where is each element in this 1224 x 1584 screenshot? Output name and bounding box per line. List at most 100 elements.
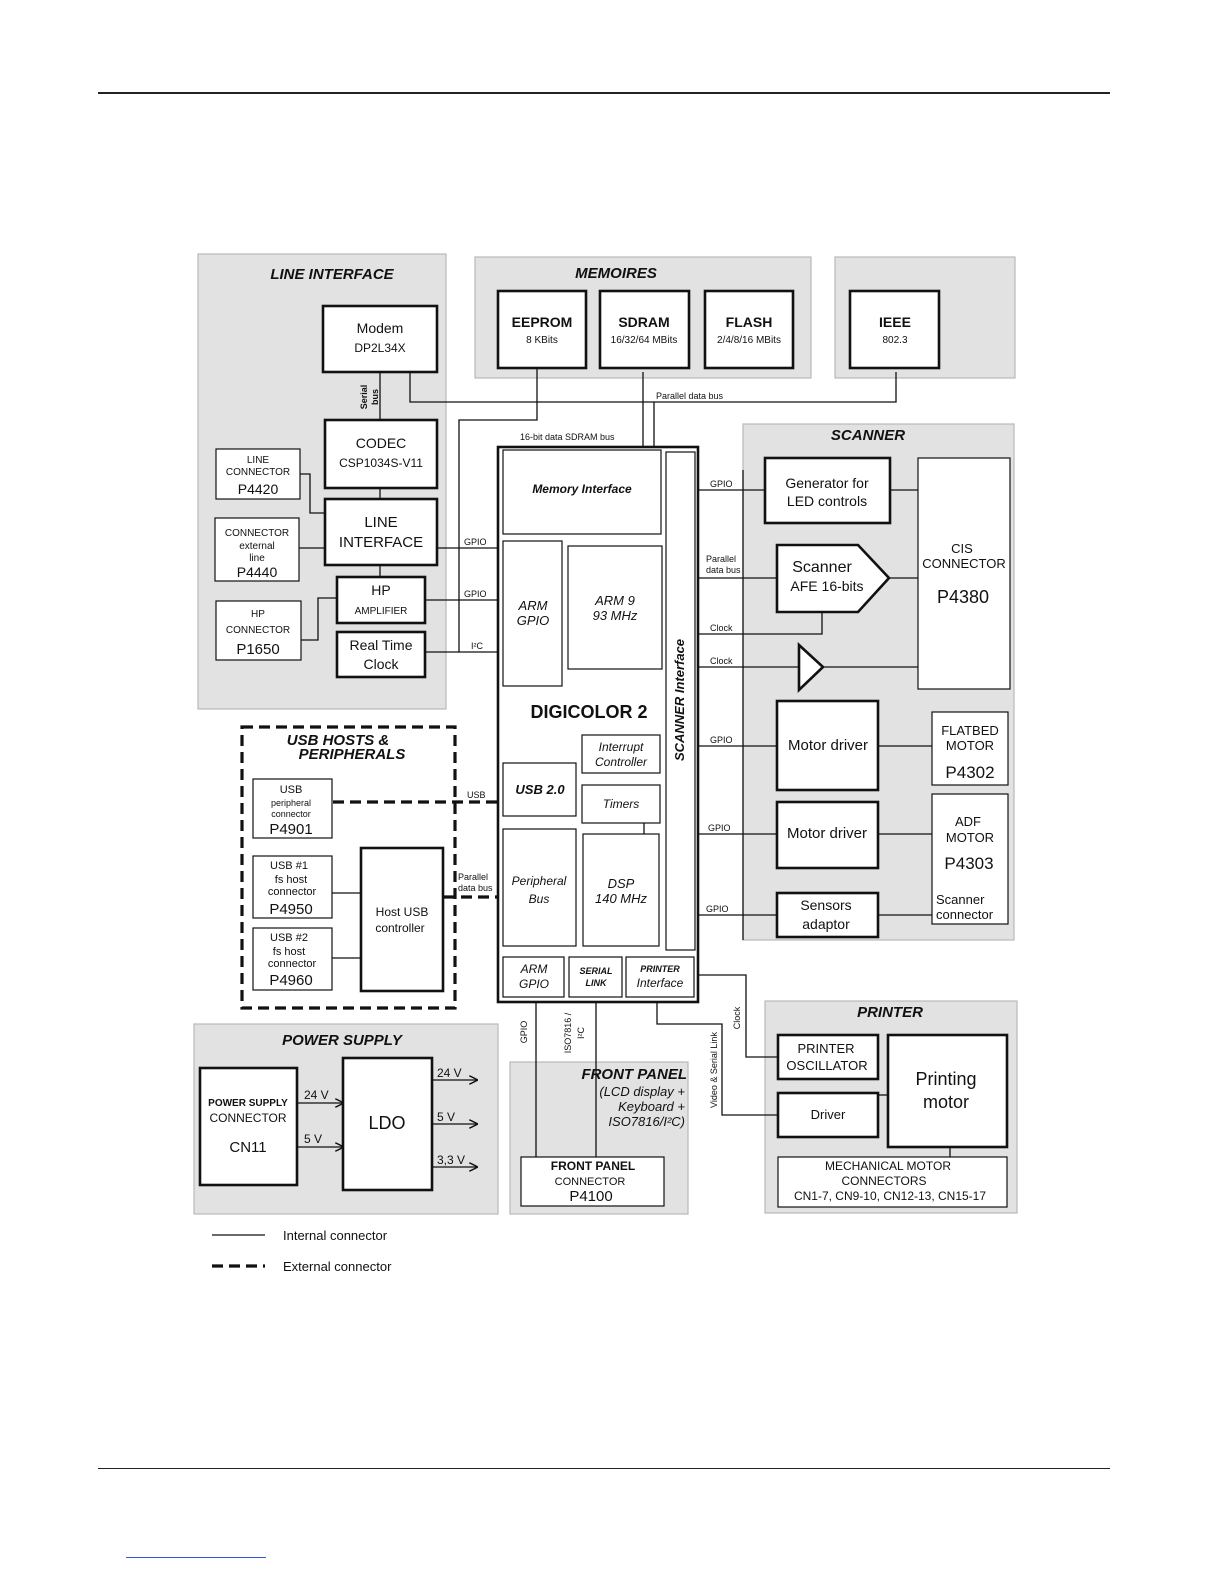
arm-gpio-bottom-block bbox=[502, 956, 565, 998]
modem-part: DP2L34X bbox=[354, 341, 405, 355]
printing-motor-label-1: Printing bbox=[915, 1069, 976, 1089]
digicolor-label: DIGICOLOR 2 bbox=[530, 702, 647, 722]
printer-osc-label-2: OSCILLATOR bbox=[786, 1058, 867, 1073]
front-panel-title: FRONT PANEL bbox=[581, 1066, 687, 1083]
peripheral-bus-block bbox=[502, 828, 577, 947]
ext-conn-label-1: CONNECTOR bbox=[225, 528, 289, 539]
printing-motor-block bbox=[886, 1033, 1009, 1149]
adf-ref: P4303 bbox=[944, 854, 993, 873]
sensors-label-1: Sensors bbox=[800, 897, 851, 913]
usb2-label-1: USB #2 bbox=[270, 932, 308, 944]
mech-motor-label-2: CONNECTORS bbox=[841, 1174, 926, 1188]
codec-block bbox=[323, 418, 439, 490]
ext-conn-label-2: external bbox=[239, 541, 275, 552]
arm-gpio-label-1: ARM bbox=[518, 598, 548, 613]
printer-interface-block bbox=[625, 956, 695, 998]
adf-motor-block bbox=[931, 793, 1009, 925]
legend-internal-label: Internal connector bbox=[283, 1228, 388, 1243]
host-usb-label-1: Host USB bbox=[376, 905, 429, 919]
usb-periph-label-2: peripheral bbox=[271, 798, 311, 808]
modem-bus-line bbox=[409, 372, 654, 403]
video-serial-line bbox=[656, 995, 778, 1116]
interrupt-controller-block bbox=[581, 734, 661, 774]
iso7816-label-1: ISO7816 / bbox=[563, 1012, 573, 1053]
serial-link-block bbox=[568, 956, 623, 998]
usb-periph-ref: P4901 bbox=[269, 821, 312, 838]
printer-interface-label-2: Interface bbox=[637, 976, 684, 990]
v24-out-label: 24 V bbox=[437, 1066, 462, 1080]
ldo-block bbox=[341, 1056, 434, 1192]
eeprom-label: EEPROM bbox=[512, 314, 573, 330]
line-conn-line bbox=[300, 473, 325, 514]
scanner-afe-block bbox=[775, 543, 891, 614]
memoires-title: MEMOIRES bbox=[575, 265, 657, 282]
parallel-bus-afe-label-2: data bus bbox=[706, 565, 741, 575]
sdram-size: 16/32/64 MBits bbox=[611, 335, 678, 346]
cis-label-2: CONNECTOR bbox=[922, 556, 1006, 571]
hp-conn-label-1: HP bbox=[251, 609, 265, 620]
host-usb-label-2: controller bbox=[375, 921, 424, 935]
printing-motor-label-2: motor bbox=[923, 1092, 969, 1112]
serial-link-label-1: SERIAL bbox=[579, 966, 612, 976]
ext-conn-label-3: line bbox=[249, 553, 265, 564]
printer-osc-label-1: PRINTER bbox=[797, 1041, 854, 1056]
modem-block bbox=[321, 304, 439, 374]
flash-size: 2/4/8/16 MBits bbox=[717, 335, 781, 346]
footer-rule bbox=[98, 1468, 1110, 1469]
mech-motor-label-3: CN1-7, CN9-10, CN12-13, CN15-17 bbox=[794, 1189, 986, 1203]
flatbed-label-2: MOTOR bbox=[946, 738, 994, 753]
clock-label-afe: Clock bbox=[710, 623, 733, 633]
generator-label-1: Generator for bbox=[785, 475, 869, 491]
serial-link-label-2: LINK bbox=[586, 978, 608, 988]
hp-amp-label-1: HP bbox=[371, 582, 390, 598]
printer-interface-label-1: PRINTER bbox=[640, 964, 680, 974]
gpio-label-hp: GPIO bbox=[464, 589, 487, 599]
clock-label-buffer: Clock bbox=[710, 656, 733, 666]
memory-interface-block bbox=[502, 449, 662, 535]
clock-oscillator-line bbox=[696, 974, 778, 1058]
line-interface-label-1: LINE bbox=[364, 514, 397, 531]
printer-title: PRINTER bbox=[857, 1004, 923, 1021]
cis-label-1: CIS bbox=[951, 541, 973, 556]
motor-driver-1-block bbox=[775, 699, 880, 792]
ldo-label: LDO bbox=[368, 1113, 405, 1133]
front-panel-subtitle-3: ISO7816/I²C) bbox=[608, 1114, 685, 1129]
parallel-bus-afe-label-1: Parallel bbox=[706, 554, 736, 564]
flatbed-motor-block bbox=[931, 711, 1009, 786]
ieee-label: IEEE bbox=[879, 314, 911, 330]
mech-motor-label-1: MECHANICAL MOTOR bbox=[825, 1159, 951, 1173]
usb2-label-2: fs host bbox=[273, 946, 305, 958]
motor-driver-1-label: Motor driver bbox=[788, 737, 868, 754]
scanner-connector-label-1: Scanner bbox=[936, 892, 985, 907]
footer-link-underline bbox=[126, 1557, 266, 1558]
motor-driver-2-block bbox=[775, 800, 880, 870]
dsp-freq: 140 MHz bbox=[595, 891, 648, 906]
rtc-label-1: Real Time bbox=[349, 637, 412, 653]
printer-oscillator-block bbox=[776, 1033, 880, 1081]
fp-conn-label-2: CONNECTOR bbox=[555, 1176, 626, 1188]
ps-conn-label-2: CONNECTOR bbox=[209, 1111, 286, 1125]
usb-label: USB bbox=[467, 790, 486, 800]
hp-conn-ref: P1650 bbox=[236, 641, 279, 658]
sdram-bus-label: 16-bit data SDRAM bus bbox=[520, 432, 615, 442]
peripheral-bus-label-2: Bus bbox=[529, 892, 550, 906]
flatbed-ref: P4302 bbox=[945, 763, 994, 782]
fp-conn-label-1: FRONT PANEL bbox=[551, 1159, 635, 1173]
flatbed-label-1: FLATBED bbox=[941, 723, 999, 738]
usb-hosts-title-2: PERIPHERALS bbox=[299, 746, 406, 763]
line-interface-title: LINE INTERFACE bbox=[270, 266, 394, 283]
usb-hosts-group bbox=[240, 725, 457, 1010]
ieee-block bbox=[848, 289, 941, 370]
line-interface-block bbox=[323, 497, 439, 567]
external-line-connector-block bbox=[214, 517, 300, 582]
sensors-label-2: adaptor bbox=[802, 916, 850, 932]
cis-ref: P4380 bbox=[937, 587, 989, 607]
ieee-standard: 802.3 bbox=[882, 335, 907, 346]
usb2-label-3: connector bbox=[268, 958, 317, 970]
interrupt-label-2: Controller bbox=[595, 755, 648, 769]
usb1-connector-block bbox=[252, 855, 333, 919]
hp-conn-line bbox=[301, 597, 337, 641]
hp-connector-block bbox=[215, 600, 302, 661]
driver-label: Driver bbox=[811, 1107, 846, 1122]
arm-gpio-label-2: GPIO bbox=[517, 613, 550, 628]
